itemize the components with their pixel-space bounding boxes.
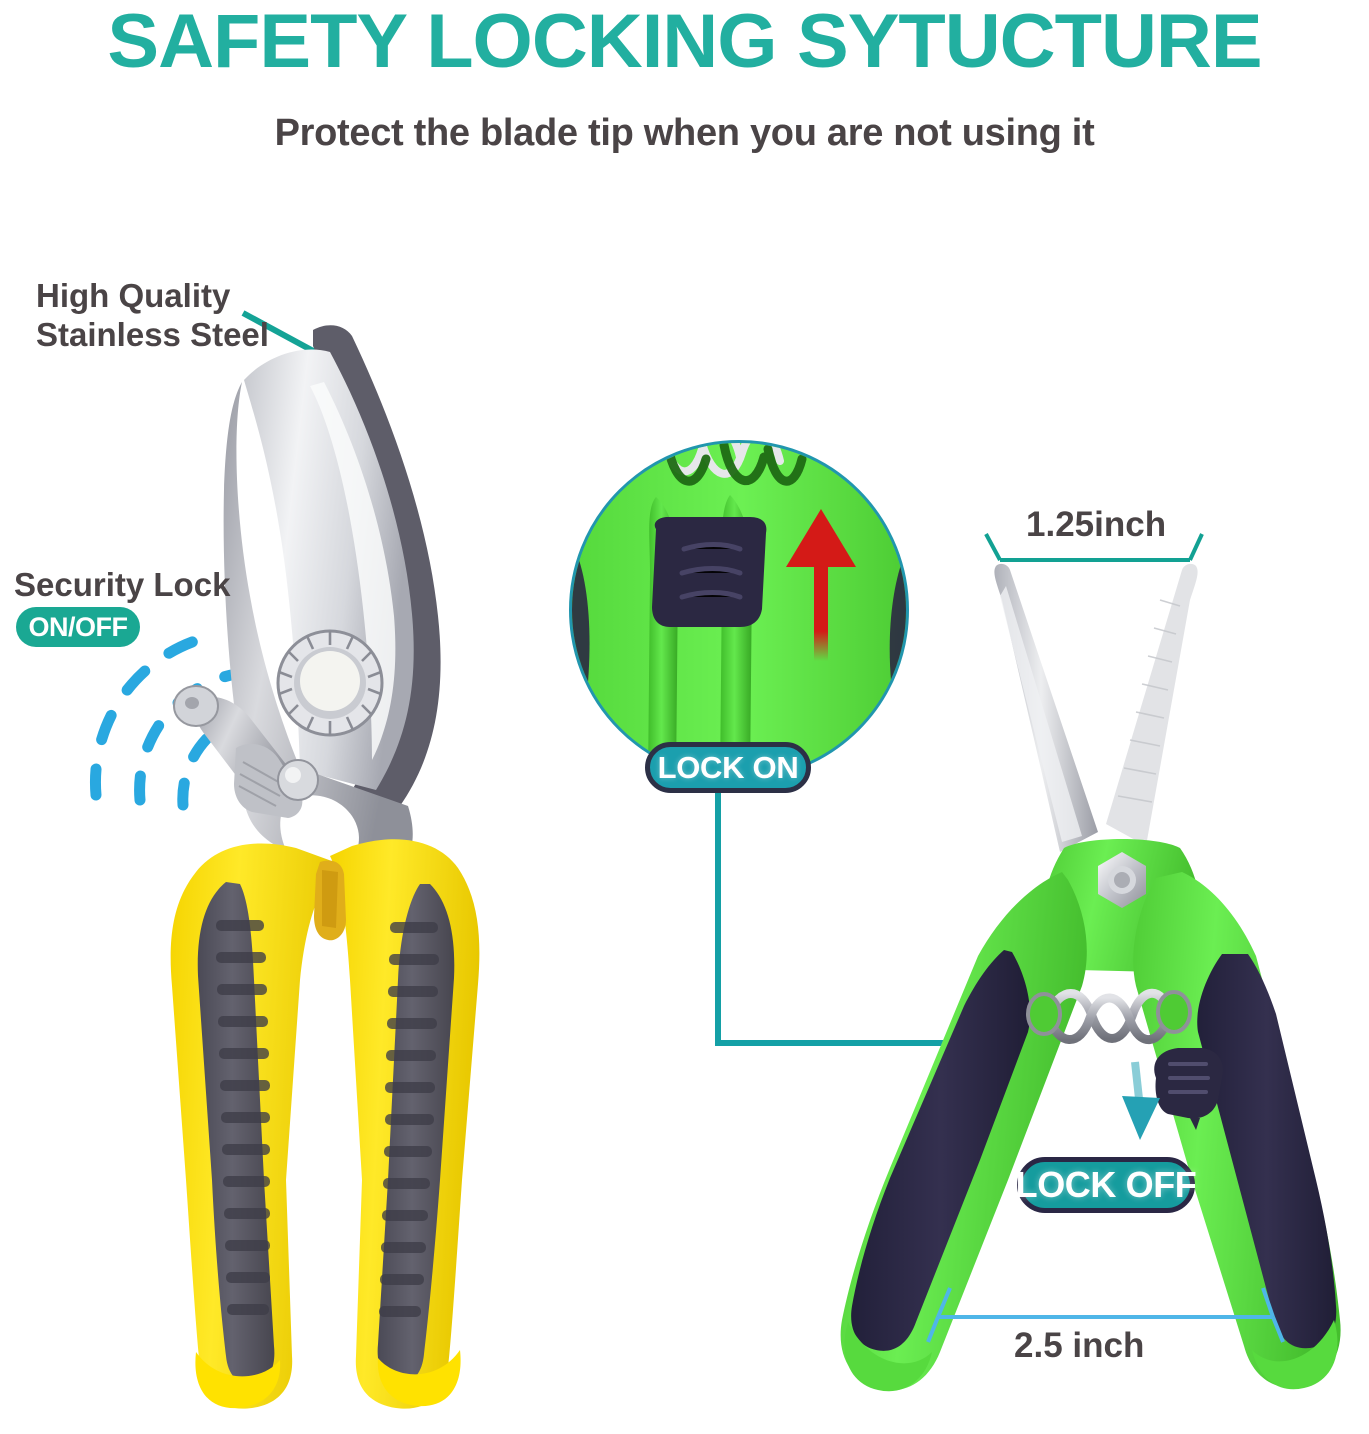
- motion-arc-dashes: [89, 630, 264, 811]
- lock-on-badge: LOCK ON: [645, 742, 811, 793]
- pruning-snips-illustration: [840, 563, 1341, 1392]
- page-title: SAFETY LOCKING SYTUCTURE: [107, 0, 1262, 84]
- dimension-label-handle-span: 2.5 inch: [1014, 1326, 1145, 1365]
- magnifier-circle-inset: [569, 440, 909, 780]
- header: SAFETY LOCKING SYTUCTURE Protect the bla…: [0, 0, 1369, 185]
- dimension-label-blade-opening: 1.25inch: [1026, 505, 1167, 544]
- callout-security-lock: Security Lock: [14, 566, 231, 603]
- bypass-pruning-shears-illustration: [170, 325, 480, 1409]
- callout-stainless-steel: High Quality Stainless Steel: [36, 277, 269, 353]
- page-subtitle: Protect the blade tip when you are not u…: [274, 112, 1095, 154]
- magnifier-content: [572, 443, 906, 777]
- elbow-connector-line: [715, 793, 1023, 1053]
- onoff-badge: ON/OFF: [16, 607, 140, 647]
- lock-off-badge: LOCK OFF: [1016, 1157, 1197, 1213]
- teal-down-arrow-icon: [1122, 1061, 1160, 1140]
